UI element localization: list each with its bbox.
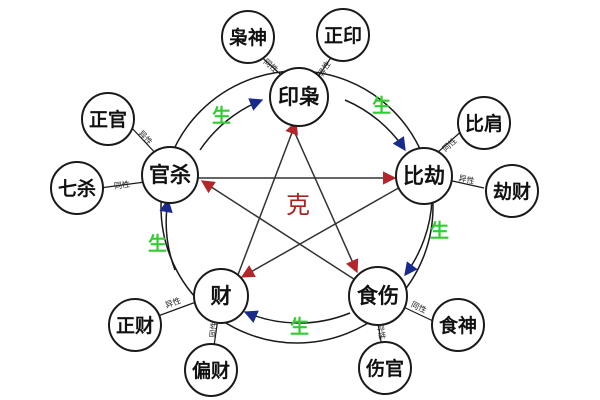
node-bijian-label: 比肩 bbox=[465, 112, 503, 135]
node-xiaoshen-label: 枭神 bbox=[228, 26, 267, 49]
yy-label-bijian: 同性 bbox=[440, 135, 459, 153]
yy-label-shangguan: 异性 bbox=[375, 323, 388, 340]
node-jiecai-circle bbox=[485, 164, 539, 218]
node-zhengyin-label: 正印 bbox=[324, 25, 362, 47]
node-cai-circle bbox=[193, 268, 249, 324]
sheng-arrow-bijie-to-shishang bbox=[404, 199, 433, 277]
sheng-arrow-shishang-to-cai bbox=[243, 310, 351, 324]
node-zhengguan: 正官 bbox=[81, 92, 135, 146]
node-zhengguan-circle bbox=[81, 92, 135, 146]
node-shishen-label: 食神 bbox=[439, 314, 477, 337]
node-shishen-circle bbox=[431, 298, 485, 352]
node-shishang-label: 食伤 bbox=[357, 284, 399, 308]
sheng-arrow-guansha-to-yinxiao bbox=[199, 98, 264, 151]
node-qisha-label: 七杀 bbox=[58, 177, 96, 200]
node-qisha-circle bbox=[50, 161, 104, 215]
node-qisha: 七杀 bbox=[50, 161, 104, 215]
yy-label-qisha: 同性 bbox=[113, 179, 130, 191]
link-qisha bbox=[99, 181, 146, 189]
node-jiecai-label: 劫财 bbox=[493, 180, 531, 203]
node-zhengguan-label: 正官 bbox=[89, 108, 127, 131]
sheng-label-bottom: 生 bbox=[290, 315, 309, 338]
node-shangguan: 伤官 bbox=[358, 341, 412, 395]
sheng-arrow-cai-to-guansha bbox=[159, 198, 176, 271]
node-bijie: 比劫 bbox=[395, 147, 453, 205]
node-zhengyin-circle bbox=[316, 8, 370, 62]
node-piancai-label: 偏财 bbox=[192, 359, 230, 382]
node-xiaoshen-circle bbox=[221, 10, 275, 64]
yy-label-jiecai: 异性 bbox=[458, 173, 476, 186]
node-guansha: 官杀 bbox=[141, 146, 199, 204]
ke-label: 克 bbox=[286, 191, 310, 219]
node-shishang: 食伤 bbox=[348, 266, 408, 326]
node-yinxiao: 印枭 bbox=[269, 67, 329, 127]
node-shangguan-circle bbox=[358, 341, 412, 395]
sheng-label-top-right: 生 bbox=[372, 94, 391, 117]
node-shishen: 食神 bbox=[431, 298, 485, 352]
node-xiaoshen: 枭神 bbox=[221, 10, 275, 64]
sheng-arrow-yinxiao-to-bijie bbox=[344, 99, 406, 152]
yy-label-shishen: 同性 bbox=[410, 299, 429, 315]
node-cai-label: 财 bbox=[211, 284, 232, 308]
link-zhengcai bbox=[157, 301, 197, 317]
link-jiecai bbox=[447, 179, 485, 189]
node-yinxiao-circle bbox=[269, 67, 329, 127]
node-zhengyin: 正印 bbox=[316, 8, 370, 62]
node-guansha-label: 官杀 bbox=[149, 163, 191, 187]
ke-line-bijie-to-cai bbox=[240, 185, 403, 278]
node-bijie-circle bbox=[395, 147, 453, 205]
node-yinxiao-label: 印枭 bbox=[278, 85, 320, 109]
node-zhengcai-circle bbox=[108, 298, 162, 352]
node-bijian: 比肩 bbox=[457, 96, 511, 150]
node-piancai: 偏财 bbox=[184, 343, 238, 397]
node-cai: 财 bbox=[193, 268, 249, 324]
yy-label-piancai: 同性 bbox=[207, 321, 219, 338]
node-guansha-circle bbox=[141, 146, 199, 204]
node-jiecai: 劫财 bbox=[485, 164, 539, 218]
sheng-label-top-left: 生 bbox=[212, 104, 231, 127]
node-bijian-circle bbox=[457, 96, 511, 150]
ke-line-shishang-to-guansha bbox=[200, 180, 361, 284]
ke-line-yinxiao-to-shishang bbox=[289, 121, 359, 274]
node-zhengcai-label: 正财 bbox=[116, 314, 154, 337]
node-shishang-circle bbox=[348, 266, 408, 326]
sheng-label-left: 生 bbox=[148, 232, 167, 255]
ke-line-cai-to-yinxiao bbox=[235, 120, 298, 281]
sheng-label-right: 生 bbox=[430, 219, 449, 242]
node-bijie-label: 比劫 bbox=[403, 164, 445, 188]
node-zhengcai: 正财 bbox=[108, 298, 162, 352]
node-shangguan-label: 伤官 bbox=[365, 357, 404, 380]
yy-label-zhengguan: 异性 bbox=[136, 128, 154, 147]
node-piancai-circle bbox=[184, 343, 238, 397]
